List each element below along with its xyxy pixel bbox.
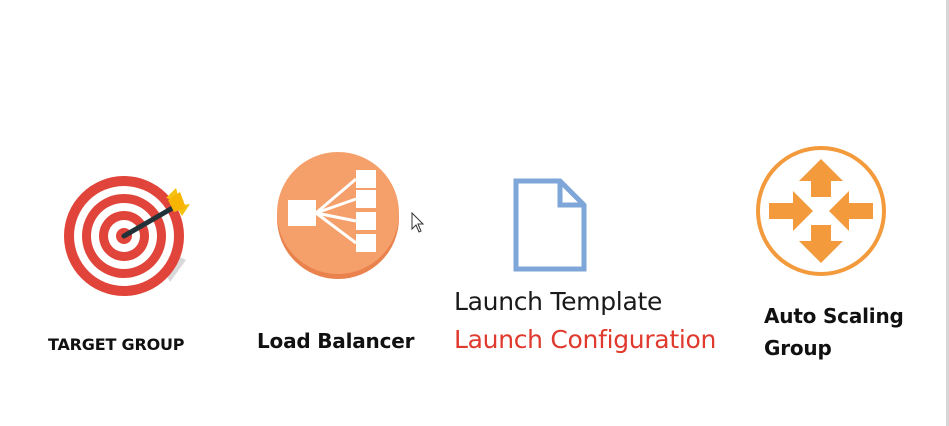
target-group-label: TARGET GROUP [48,335,185,354]
load-balancer-label: Load Balancer [257,329,415,353]
auto-scaling-icon [756,146,886,276]
target-icon [64,176,190,296]
mouse-cursor-icon [411,212,425,233]
auto-scaling-group-label-line2: Group [764,336,832,360]
frame-border [946,0,949,426]
launch-configuration-label: Launch Configuration [454,325,717,354]
auto-scaling-group-label: Auto Scaling Group [764,300,934,364]
auto-scaling-group-label-line1: Auto Scaling [764,304,904,328]
document-icon [513,178,587,272]
load-balancer-icon [277,152,399,279]
launch-template-label: Launch Template [454,287,663,316]
